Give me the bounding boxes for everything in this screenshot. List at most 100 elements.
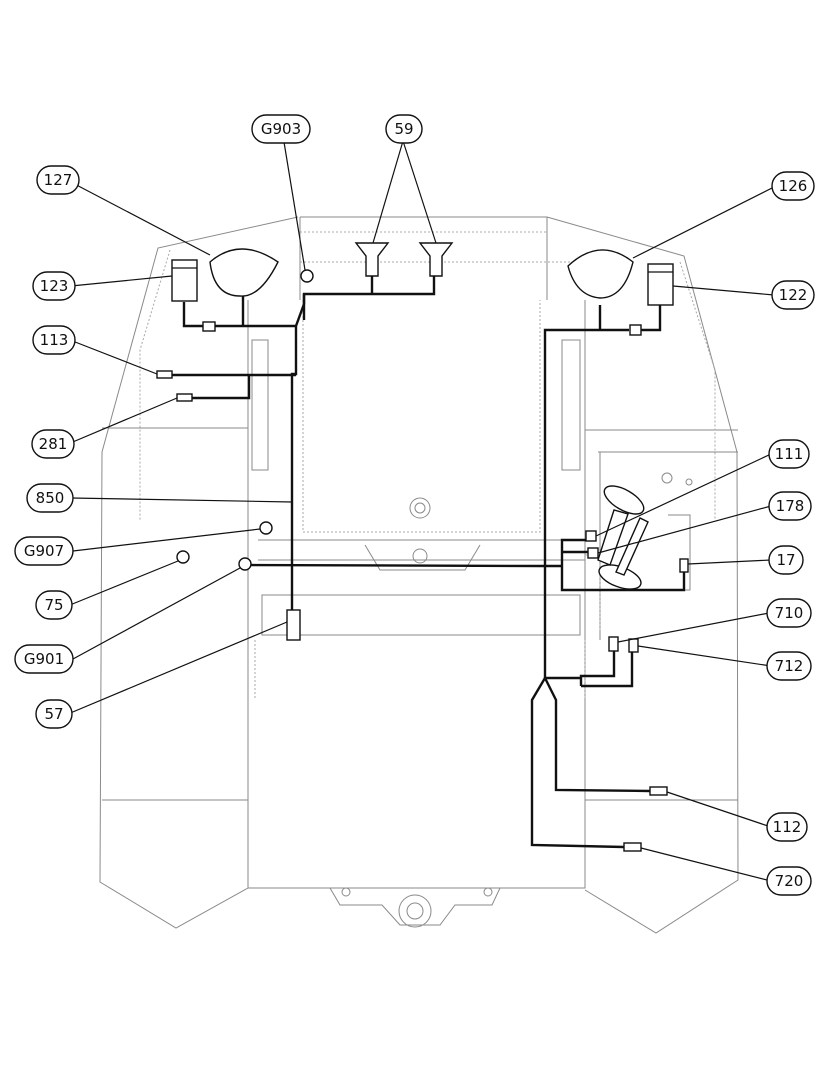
callout-112: 112: [766, 812, 808, 842]
steering-wheel-rim-upper: [603, 485, 645, 515]
harness-rear-fork: [530, 676, 651, 849]
leader-75: [69, 560, 179, 606]
callout-710-label: 710: [775, 604, 804, 622]
callout-57: 57: [35, 699, 73, 729]
callout-g903-label: G903: [261, 120, 301, 138]
connector-112: [649, 786, 668, 796]
center-dotted-box: [302, 300, 541, 533]
callout-712-label: 712: [775, 657, 804, 675]
horn-right: [418, 242, 454, 277]
harness-281-branch: [192, 375, 251, 400]
harness-right-trunk: [543, 305, 662, 678]
callout-113: 113: [32, 325, 76, 355]
rear-tow-ring-outer: [398, 894, 432, 928]
leader-g901: [72, 567, 241, 660]
right-dotted-inner: [585, 554, 601, 630]
callout-126: 126: [771, 171, 815, 201]
leader-127: [66, 179, 211, 256]
horn-left: [354, 242, 390, 277]
harness-left-trunk: [290, 294, 306, 610]
center-circle-lower: [412, 548, 428, 564]
left-dotted-edge: [139, 249, 171, 520]
leader-112: [666, 791, 772, 828]
leader-850: [70, 497, 293, 503]
callout-111: 111: [768, 439, 810, 469]
leader-710: [617, 612, 770, 643]
right-fender-line: [585, 429, 738, 801]
callout-710: 710: [766, 598, 812, 628]
switch-111: [585, 530, 597, 542]
leader-59-right: [402, 140, 437, 244]
connector-17: [679, 558, 689, 573]
rear-bolt-right: [483, 887, 493, 897]
ground-point-g901: [238, 557, 252, 571]
leader-712: [637, 645, 772, 667]
callout-122-label: 122: [779, 286, 808, 304]
callout-g903: G903: [251, 114, 311, 144]
body-left-side: [99, 216, 299, 929]
callout-126-label: 126: [779, 177, 808, 195]
dash-knob-1: [661, 472, 673, 484]
right-headlamp: [567, 249, 634, 299]
component-57: [286, 609, 301, 641]
callout-123-label: 123: [40, 277, 69, 295]
callout-281-label: 281: [39, 435, 68, 453]
hood-panel: [299, 217, 548, 300]
leader-123: [70, 275, 173, 287]
leader-17: [687, 559, 772, 565]
callout-720-label: 720: [775, 872, 804, 890]
connector-710: [608, 636, 619, 652]
leader-lines: [66, 140, 777, 882]
switch-178: [587, 547, 599, 559]
leader-122: [672, 285, 775, 296]
center-bulge: [364, 544, 481, 571]
center-panel-lower: [261, 594, 581, 636]
callout-850: 850: [26, 483, 74, 513]
rear-tow-ring-inner: [406, 902, 424, 920]
left-relay: [171, 259, 198, 302]
lower-dotted-box: [254, 640, 586, 700]
callout-127: 127: [36, 165, 80, 195]
harness-horn-feed: [302, 276, 436, 320]
connector-281: [176, 393, 193, 402]
callout-281: 281: [31, 429, 75, 459]
dash-knob-2: [685, 478, 693, 486]
leader-111: [595, 453, 772, 537]
leader-57: [67, 621, 288, 715]
callout-17-label: 17: [776, 551, 795, 569]
steering-wheel: [597, 485, 649, 590]
leader-59-left: [372, 140, 404, 244]
center-panel-upper: [258, 539, 586, 561]
leader-281: [67, 397, 178, 445]
left-fender-line: [102, 427, 248, 801]
right-dotted-edge: [679, 261, 716, 520]
callouts: 127 123 113 281 850 G907 75 G901: [14, 114, 815, 896]
callout-75-label: 75: [44, 596, 63, 614]
steering-column-rear: [615, 517, 649, 576]
callout-178: 178: [768, 491, 812, 521]
component-75: [176, 550, 190, 564]
callout-111-label: 111: [775, 445, 804, 463]
leader-178: [597, 505, 772, 554]
harness-cross-body: [248, 563, 562, 568]
left-headlamp-connector: [202, 321, 216, 332]
leader-g907: [72, 528, 261, 552]
rear-bumper: [329, 887, 501, 926]
ground-point-g903: [300, 269, 314, 283]
harness-steering-upper: [560, 538, 588, 566]
callout-59-label: 59: [394, 120, 413, 138]
callout-g907-label: G907: [24, 542, 64, 560]
callout-g907: G907: [14, 536, 74, 566]
callout-g901-label: G901: [24, 650, 64, 668]
left-headlamp: [209, 248, 279, 297]
callout-178-label: 178: [776, 497, 805, 515]
center-circle-upper: [409, 497, 431, 519]
callout-59: 59: [385, 114, 423, 144]
wiring-harness: [172, 276, 686, 849]
connector-113: [156, 370, 173, 379]
callout-112-label: 112: [773, 818, 802, 836]
callout-57-label: 57: [44, 705, 63, 723]
center-circle-upper-inner: [414, 502, 426, 514]
callout-g901: G901: [14, 644, 74, 674]
callout-17: 17: [768, 545, 804, 575]
